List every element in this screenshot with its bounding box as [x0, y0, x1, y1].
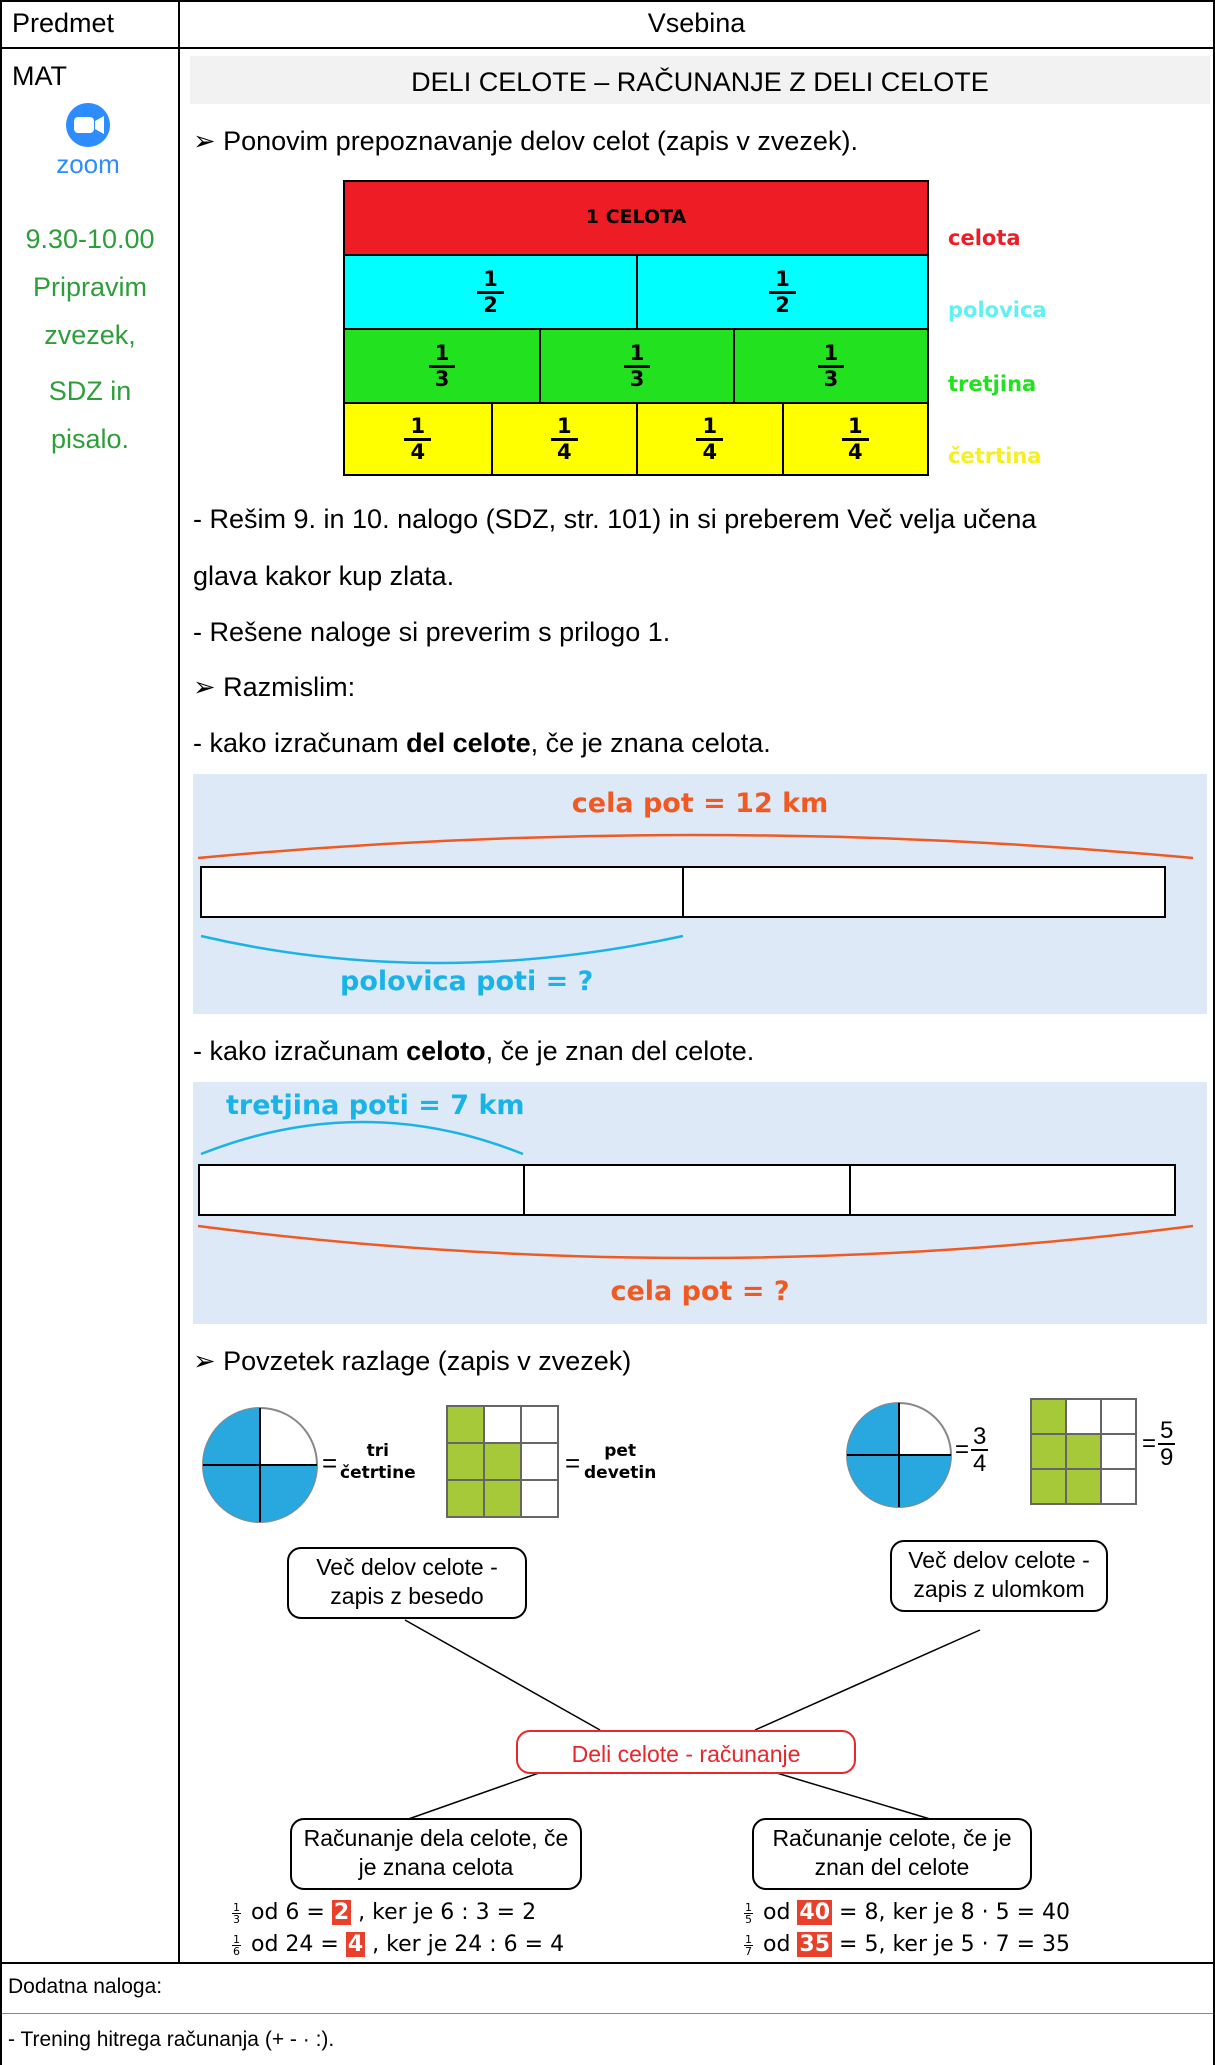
legend-cetrtina: četrtina: [948, 444, 1042, 468]
check-paragraph: - Rešene naloge si preverim s prilogo 1.: [193, 617, 671, 647]
equals-sign: =: [322, 1448, 338, 1478]
bullet-recognize-parts: ➢ Ponovim prepoznavanje delov celot (zap…: [193, 126, 858, 156]
bullet-think: ➢ Razmislim:: [193, 672, 356, 702]
header-vsebina: Vsebina: [647, 8, 746, 38]
header-predmet: Predmet: [12, 8, 115, 38]
grid-five-ninths-left: [446, 1405, 559, 1518]
bar-whole: 1 CELOTA: [345, 182, 927, 254]
diagram-half-bottom-label: polovica poti = ?: [340, 966, 594, 997]
bar-whole-label: 1 CELOTA: [585, 206, 687, 228]
legend-celota: celota: [948, 226, 1021, 250]
extra-task-title: Dodatna naloga:: [8, 1975, 163, 1998]
half-road-bar: [200, 866, 1166, 918]
question-whole: - kako izračunam celoto, če je znan del …: [193, 1036, 755, 1066]
zoom-camera-icon: [66, 103, 110, 147]
pie-three-quarters-left: [202, 1407, 318, 1523]
prep-note-line: zvezek,: [44, 320, 136, 350]
zoom-text: zoom: [56, 149, 120, 179]
bullet-arrow-icon: ➢: [193, 672, 224, 702]
diagram-third-bottom-label: cela pot = ?: [610, 1276, 790, 1307]
legend-polovica: polovica: [948, 298, 1047, 322]
bubble-center-topic: Deli celote - računanje: [516, 1730, 856, 1774]
task-paragraph-line1: - Rešim 9. in 10. nalogo (SDZ, str. 101)…: [193, 504, 1037, 534]
third-segment: [525, 1166, 851, 1214]
legend-tretjina: tretjina: [948, 372, 1037, 396]
table-column-divider: [178, 0, 180, 1963]
diagram-half-brace-top: [197, 833, 1194, 860]
table-border-left: [0, 0, 2, 2065]
subject-label: MAT: [12, 61, 67, 91]
question-part: - kako izračunam del celote, če je znana…: [193, 728, 771, 758]
table-border-header: [0, 47, 1215, 49]
zoom-logo: zoom: [48, 100, 128, 192]
bullet-arrow-icon: ➢: [193, 126, 224, 156]
table-border-right: [1213, 0, 1215, 2065]
half-segment: [202, 868, 684, 916]
bubble-whole-from-part: Računanje celote, če je znan del celote: [752, 1818, 1032, 1890]
task-paragraph-line2: glava kakor kup zlata.: [193, 561, 455, 591]
table-border-top: [0, 0, 1215, 2]
bubble-fraction-notation: Več delov celote - zapis z ulomkom: [890, 1540, 1108, 1612]
third-segment: [851, 1166, 1174, 1214]
bullet-arrow-icon: ➢: [193, 1346, 224, 1376]
diagram-third-top-label: tretjina poti = 7 km: [226, 1090, 525, 1121]
grid-five-ninths-right: [1030, 1398, 1137, 1505]
diagram-half-top-label: cela pot = 12 km: [571, 788, 829, 819]
table-border-body-bottom: [0, 1962, 1215, 1964]
lesson-title: DELI CELOTE – RAČUNANJE Z DELI CELOTE: [411, 67, 989, 97]
diagram-half-brace-bottom: [200, 934, 684, 965]
equals-sign: =: [565, 1448, 581, 1478]
pie-three-quarters-right: [846, 1402, 952, 1508]
title-band: [190, 56, 1210, 104]
table-border-footer-mid: [0, 2013, 1215, 2014]
third-segment: [200, 1166, 526, 1214]
bullet-summary: ➢ Povzetek razlage (zapis v zvezek): [193, 1346, 632, 1376]
mindmap-connectors: [399, 1619, 981, 1823]
diagram-third-brace-top: [200, 1120, 524, 1156]
third-road-bar: [198, 1164, 1176, 1216]
prep-note-line: pisalo.: [50, 424, 130, 454]
diagram-third-brace-bottom: [197, 1224, 1194, 1260]
prep-note-line: SDZ in: [48, 376, 132, 406]
bubble-word-notation: Več delov celote - zapis z besedo: [287, 1547, 527, 1619]
half-segment: [684, 868, 1164, 916]
extra-task-item: - Trening hitrega računanja (+ - · :).: [8, 2028, 335, 2051]
prep-note-line: Pripravim: [32, 272, 147, 302]
bubble-part-of-whole: Računanje dela celote, če je znana celot…: [290, 1818, 582, 1890]
session-time: 9.30-10.00: [25, 224, 155, 254]
